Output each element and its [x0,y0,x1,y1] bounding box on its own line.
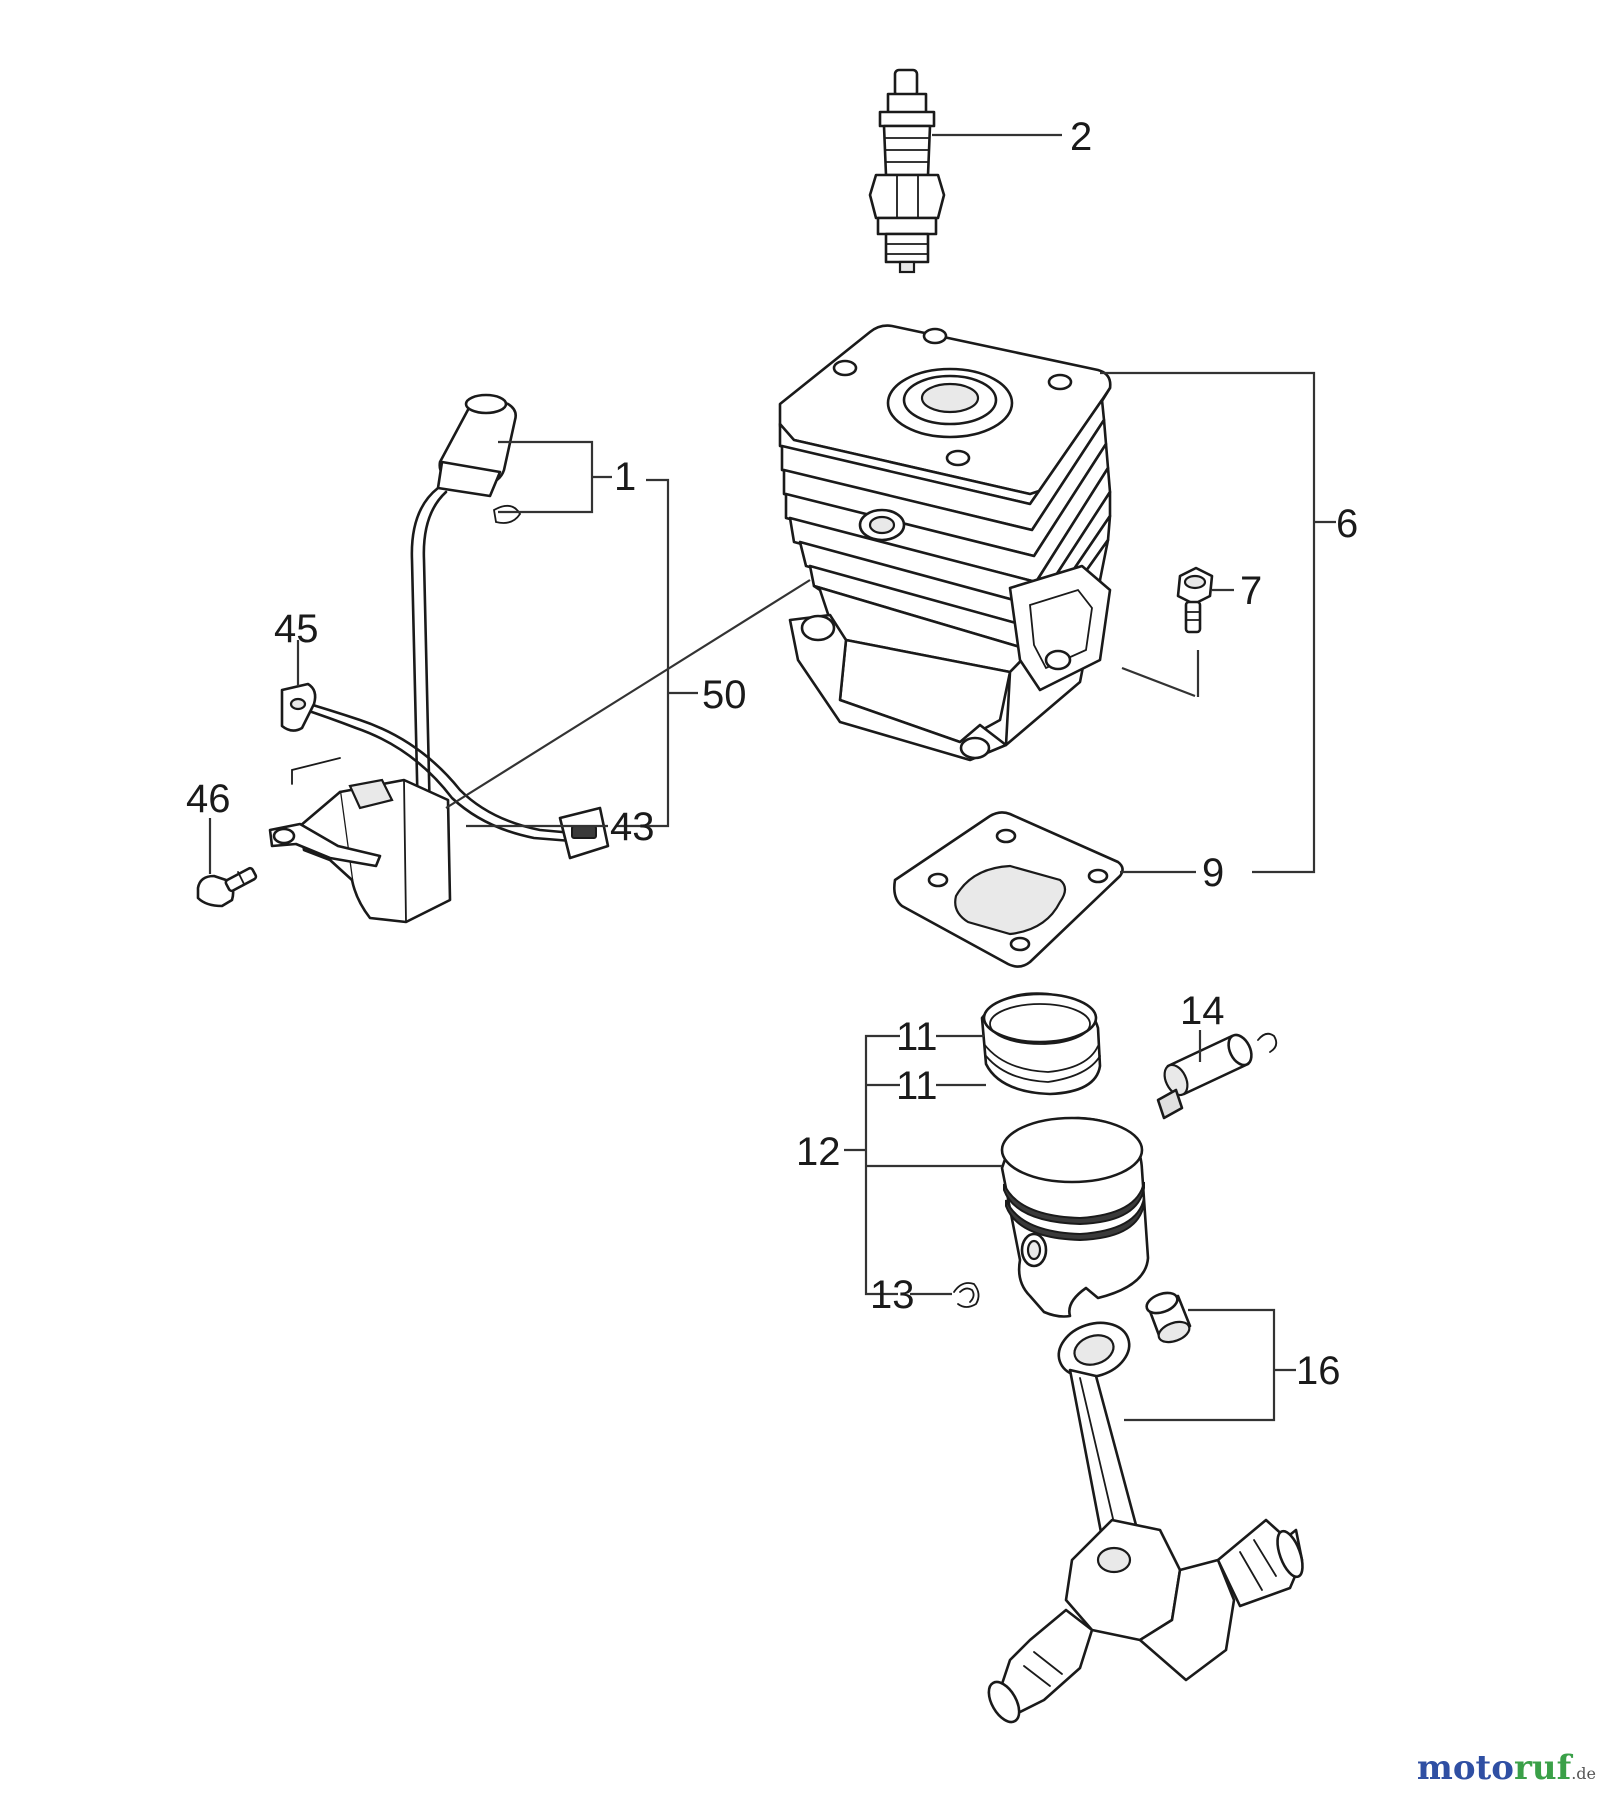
site-watermark: motoruf.de [1416,1748,1596,1788]
leader-6 [1100,371,1316,874]
spark-plug [868,68,946,274]
leader-50 [616,478,670,828]
piston [1000,1116,1150,1318]
piston-pin [1156,1032,1278,1120]
bolt-7 [1176,566,1214,634]
leader-1 [498,440,594,514]
callout-9: 9 [1202,851,1224,895]
callout-7: 7 [1240,569,1262,613]
leader-7-mount [1121,650,1200,698]
callout-43: 43 [610,805,655,849]
callout-16: 16 [1296,1349,1341,1393]
callout-11a: 11 [896,1015,938,1059]
callout-6: 6 [1336,502,1358,546]
callout-14: 14 [1180,989,1225,1033]
piston-rings [980,992,1102,1096]
cylinder-gasket [893,811,1124,968]
callout-11b: 11 [896,1064,938,1108]
screw-46 [196,866,258,908]
cylinder [778,324,1112,762]
circlip [953,1282,980,1308]
crankshaft [987,1321,1304,1724]
callout-1: 1 [614,455,636,499]
callout-46: 46 [186,777,231,821]
callout-13: 13 [870,1273,915,1317]
ignition-coil [268,393,610,924]
callout-50: 50 [702,673,747,717]
callout-45: 45 [274,607,319,651]
leader-16 [1124,1308,1276,1422]
leader-12 [864,1034,1002,1296]
needle-bearing [1145,1291,1192,1344]
callout-2: 2 [1070,115,1092,159]
callout-12: 12 [796,1130,841,1174]
leader-coil-cylinder [445,579,811,809]
